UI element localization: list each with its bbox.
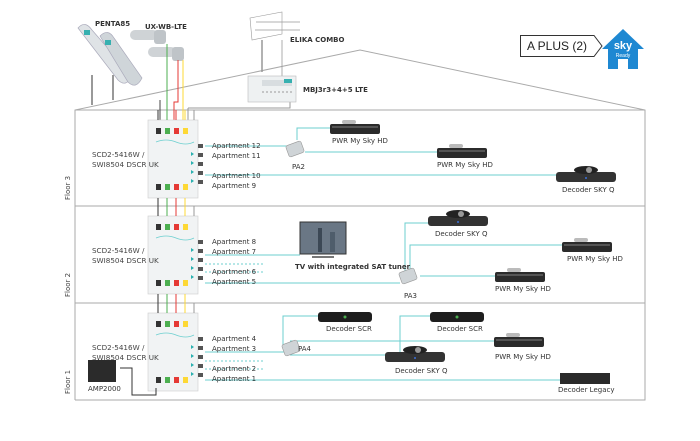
energy-badge: A PLUS (2) [520,35,603,57]
multiswitch-group [147,110,203,392]
apartment-label: Apartment 6 [212,268,257,276]
dish-label: PENTA85 [95,20,131,28]
splitter-label: PA3 [404,292,418,300]
device-label: Decoder SKY Q [562,186,615,194]
set-top-box-icon [437,144,487,158]
scr-decoder-icon [430,312,484,322]
satellite-dish-icon [77,24,143,105]
floor-label: Floor 1 [64,369,72,394]
device-label: PWR My Sky HD [437,161,493,169]
amp2000-icon [88,360,157,396]
apartment-label: Apartment 8 [212,238,257,246]
sky-logo-subtitle: Ready [616,53,631,59]
apartment-label: Apartment 4 [212,335,257,343]
splitter-pa4-icon [281,339,301,357]
device-label: Decoder SKY Q [435,230,488,238]
multiswitch-icon [147,110,203,206]
sky-q-decoder-icon [556,166,616,182]
device-label: Decoder SCR [326,325,372,333]
splitter-label: PA2 [292,163,306,171]
tv-icon [299,221,347,258]
device-label: Decoder Legacy [558,386,615,394]
switch-model-line: SCD2-5416W / [92,246,145,255]
apartment-label: Apartment 5 [212,278,257,286]
apartment-label: Apartment 10 [212,172,261,180]
house-outline [74,49,646,401]
lnb-label: UX-WB-LTE [145,23,187,31]
arrow-tag-icon [591,35,603,57]
sky-q-decoder-icon [428,210,488,226]
splitter-pa3-icon [398,267,418,285]
device-label: PWR My Sky HD [495,285,551,293]
floor-label: Floor 3 [64,175,72,200]
multiswitch-icon [147,303,203,392]
coax-cables [205,127,562,381]
floor-label: Floor 2 [64,272,72,297]
device-label: Decoder SKY Q [395,367,448,375]
antenna-label: ELIKA COMBO [290,36,345,44]
device-label: PWR My Sky HD [567,255,623,263]
switch-model-line: SWI8504 DSCR UK [92,160,159,169]
sky-ready-logo: sky Ready [602,29,644,69]
apartment-label: Apartment 12 [212,142,261,150]
set-top-box-icon [562,238,612,252]
apartment-label: Apartment 1 [212,375,257,383]
apartment-label: Apartment 11 [212,152,261,160]
sky-q-decoder-icon [385,346,445,362]
switch-model-label: SCD2-5416W /SWI8504 DSCR UK [92,150,159,170]
switch-model-line: SCD2-5416W / [92,343,145,352]
device-label: TV with integrated SAT tuner [295,263,411,271]
amplifier-label: MBJ3r3+4+5 LTE [303,86,368,94]
apartment-label: Apartment 2 [212,365,257,373]
lnb-icon [130,30,184,61]
amp-label: AMP2000 [88,385,121,393]
set-top-box-icon [330,120,380,134]
apartment-label: Apartment 9 [212,182,257,190]
switch-model-line: SWI8504 DSCR UK [92,353,159,362]
device-label: PWR My Sky HD [495,353,551,361]
splitter-label: PA4 [298,345,312,353]
mbj-amplifier-icon [247,75,297,103]
scr-decoder-icon [318,312,372,322]
splitter-pa2-icon [285,140,305,158]
switch-model-label: SCD2-5416W /SWI8504 DSCR UK [92,246,159,266]
multiswitch-icon [147,206,203,303]
terrestrial-antenna-icon [249,11,300,78]
apartment-label: Apartment 3 [212,345,257,353]
device-label: Decoder SCR [437,325,483,333]
set-top-box-icon [494,333,544,347]
switch-model-line: SCD2-5416W / [92,150,145,159]
energy-badge-text: A PLUS (2) [527,39,588,53]
set-top-box-icon [495,268,545,282]
switch-model-label: SCD2-5416W /SWI8504 DSCR UK [92,343,159,363]
sky-logo-text: sky [614,40,633,52]
legacy-decoder-icon [560,373,610,384]
switch-model-line: SWI8504 DSCR UK [92,256,159,265]
devices-group [88,120,616,396]
apartment-label: Apartment 7 [212,248,257,256]
device-label: PWR My Sky HD [332,137,388,145]
